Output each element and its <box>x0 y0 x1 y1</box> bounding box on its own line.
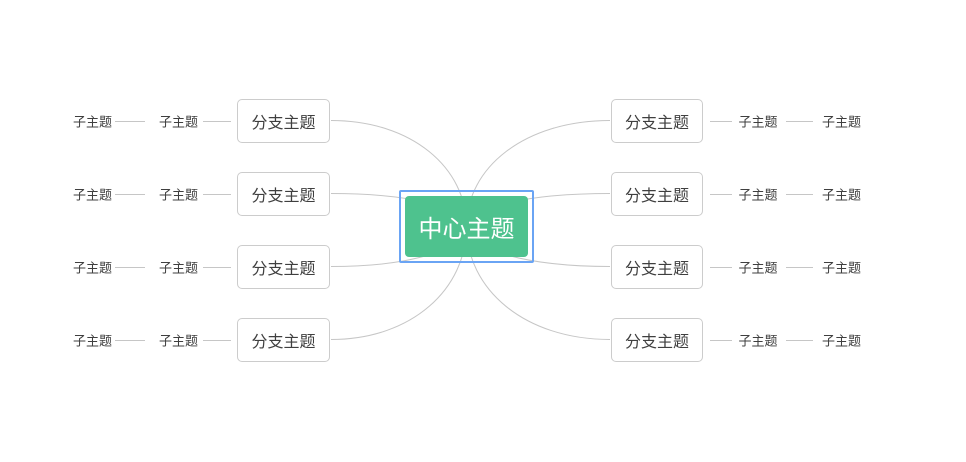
branch-topic-label: 分支主题 <box>251 333 316 351</box>
branch-topic-node[interactable]: 分支主题 <box>611 171 703 216</box>
sub-topic-connector-line <box>203 266 231 268</box>
branch-topic-node[interactable]: 分支主题 <box>237 244 330 289</box>
branch-topic-label: 分支主题 <box>624 333 689 351</box>
sub-topic-label[interactable]: 子主题 <box>738 114 778 129</box>
branch-topic-label: 分支主题 <box>251 260 316 278</box>
sub-topic-label[interactable]: 子主题 <box>821 187 862 202</box>
sub-topic-connector-line <box>115 339 145 341</box>
sub-topic-label[interactable]: 子主题 <box>158 260 199 275</box>
branch-topic-node[interactable]: 分支主题 <box>611 317 703 362</box>
sub-topic-label[interactable]: 子主题 <box>72 333 113 348</box>
sub-topic-label[interactable]: 子主题 <box>72 114 113 129</box>
central-topic-box[interactable]: 中心主题 <box>405 196 528 257</box>
sub-topic-connector-line <box>203 339 231 341</box>
sub-topic-connector-line <box>786 339 813 341</box>
sub-topic-label[interactable]: 子主题 <box>738 260 778 275</box>
sub-topic-label[interactable]: 子主题 <box>72 187 113 202</box>
branch-topic-node[interactable]: 分支主题 <box>611 98 703 143</box>
sub-topic-connector-line <box>710 120 732 122</box>
sub-topic-connector-line <box>115 266 145 268</box>
sub-topic-label[interactable]: 子主题 <box>738 333 778 348</box>
sub-topic-connector-line <box>786 120 813 122</box>
central-topic-label: 中心主题 <box>418 216 515 243</box>
sub-topic-label[interactable]: 子主题 <box>158 333 199 348</box>
sub-topic-connector-line <box>203 193 231 195</box>
sub-topic-label[interactable]: 子主题 <box>738 187 778 202</box>
sub-topic-connector-line <box>203 120 231 122</box>
branch-topic-label: 分支主题 <box>251 114 316 132</box>
sub-topic-connector-line <box>115 120 145 122</box>
sub-topic-connector-line <box>710 339 732 341</box>
branch-topic-label: 分支主题 <box>624 187 689 205</box>
branch-topic-node[interactable]: 分支主题 <box>237 317 330 362</box>
branch-topic-label: 分支主题 <box>624 260 689 278</box>
sub-topic-connector-line <box>710 266 732 268</box>
sub-topic-connector-line <box>786 193 813 195</box>
sub-topic-label[interactable]: 子主题 <box>821 260 862 275</box>
sub-topic-connector-line <box>786 266 813 268</box>
branch-topic-label: 分支主题 <box>624 114 689 132</box>
sub-topic-label[interactable]: 子主题 <box>158 187 199 202</box>
sub-topic-connector-line <box>710 193 732 195</box>
sub-topic-label[interactable]: 子主题 <box>821 333 862 348</box>
branch-topic-node[interactable]: 分支主题 <box>237 171 330 216</box>
central-topic-node[interactable]: 中心主题 <box>399 190 534 263</box>
sub-topic-label[interactable]: 子主题 <box>72 260 113 275</box>
branch-topic-node[interactable]: 分支主题 <box>237 98 330 143</box>
sub-topic-label[interactable]: 子主题 <box>821 114 862 129</box>
sub-topic-label[interactable]: 子主题 <box>158 114 199 129</box>
branch-topic-node[interactable]: 分支主题 <box>611 244 703 289</box>
branch-topic-label: 分支主题 <box>251 187 316 205</box>
sub-topic-connector-line <box>115 193 145 195</box>
